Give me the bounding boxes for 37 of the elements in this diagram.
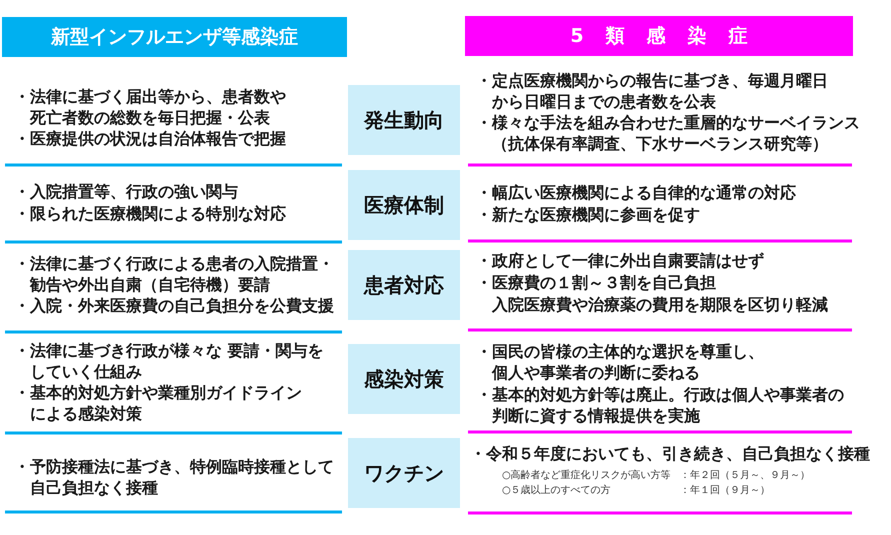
bullet-text: ・定点医療機関からの報告に基づき、毎週月曜日から日曜日までの患者数を公表 [476,70,829,112]
header-text: 医療体制 [364,192,444,218]
header-text: 発生動向 [364,106,444,134]
bullet-text: ・入院措置等、行政の強い関与 [14,181,239,202]
category-box [348,438,460,508]
bullet-text: 入院医療費や治療薬の費用を期限を区切り軽減 [490,294,829,315]
bullet-text: ・法律に基づく行政による患者の入院措置・勧告や外出自粛（自宅待機）要請 [14,253,335,295]
bullet-text: ・医療費の１割～３割を自己負担 [476,272,717,293]
bullet-text: ・限られた医療機関による特別な対応 [14,203,287,224]
bullet-text: ・国民の皆様の主体的な選択を尊重し、個人や事業者の判断に委ねる [476,341,765,383]
column-header [465,16,853,56]
bullet-text: ・予防接種法に基づき、特例臨時接種として自己負担なく接種 [14,456,335,498]
bullet-text: ・幅広い医療機関による自律的な通常の対応 [476,182,797,203]
bullet-text: ・法律に基づく届出等から、患者数や死亡者数の総数を毎日把握・公表 [14,86,287,128]
category-box [348,344,460,414]
note-text: ○５歳以上のすべての方 [502,484,612,498]
bullet-text: ・令和５年度においても、引き続き、自己負担なく接種 [470,443,871,464]
column-header [2,17,347,57]
bullet-text: ・政府として一律に外出自粛要請はせず [476,250,765,271]
note-text: ：年１回（９月～） [680,484,771,498]
bullet-text: ・入院・外来医療費の自己負担分を公費支援 [14,295,335,316]
bullet-text: ・様々な手法を組み合わせた重層的なサーベイランス（抗体保有率調査、下水サーベランス研究等） [476,112,861,154]
header-text: 5類感染症 [570,24,770,49]
bullet-text: ・法律に基づき行政が様々な 要請・関与をしていく仕組み [14,340,325,382]
category-box [348,250,460,320]
header-text: ワクチン [364,460,444,486]
header-text: 感染対策 [364,366,444,392]
bullet-text: ・基本的対処方針等は廃止。行政は個人や事業者の判断に資する情報提供を実施 [476,384,845,426]
note-text: ○高齢者など重症化リスクが高い方等 [502,469,672,483]
header-text: 新型インフルエンザ等感染症 [51,25,298,50]
header-text: 患者対応 [364,272,444,298]
category-box [348,85,460,155]
note-text: ：年２回（５月～、９月～） [680,469,811,483]
bullet-text: ・基本的対処方針や業種別ガイドラインによる感染対策 [14,382,303,424]
bullet-text: ・医療提供の状況は自治体報告で把握 [14,128,287,149]
bullet-text: ・新たな医療機関に参画を促す [476,204,701,225]
category-box [348,170,460,240]
